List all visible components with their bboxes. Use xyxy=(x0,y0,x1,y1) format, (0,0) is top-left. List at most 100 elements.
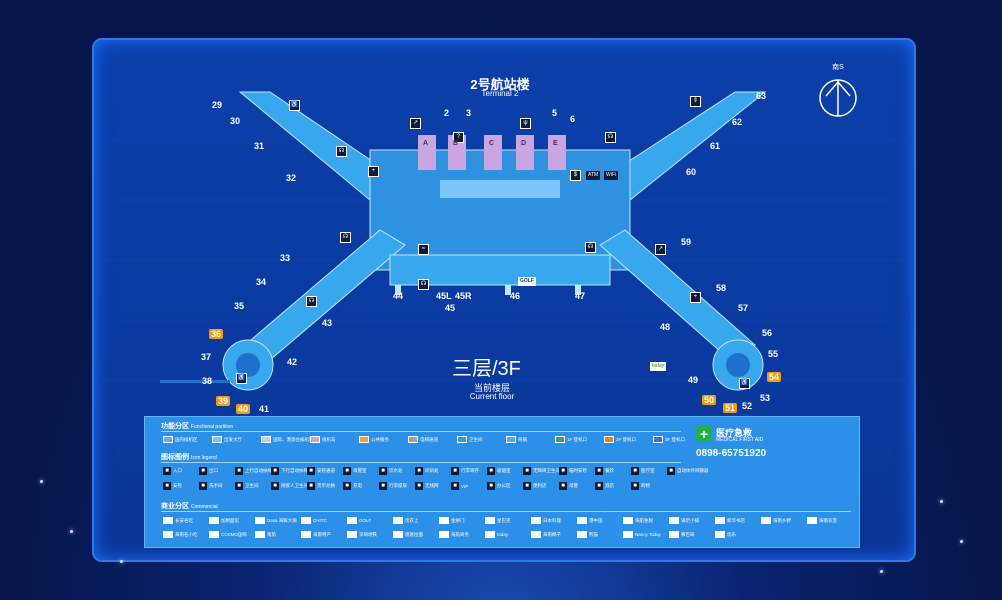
gate-32[interactable]: 32 xyxy=(286,173,297,183)
legend-panel: 功能分区 Functional partition 图标图例 Icon lege… xyxy=(144,416,860,548)
legend-label: 行李提取 xyxy=(389,483,407,488)
checkin-counter-label[interactable]: D xyxy=(521,140,527,147)
gate-57[interactable]: 57 xyxy=(738,303,749,313)
restroom-icon[interactable]: ☊ xyxy=(340,232,351,243)
restroom-icon[interactable]: ♿ xyxy=(289,100,300,111)
legend-symbol-icon: ■ xyxy=(199,482,207,490)
gate-61[interactable]: 61 xyxy=(710,141,721,151)
gate-34[interactable]: 34 xyxy=(256,277,267,287)
elevator-icon[interactable]: ⇕ xyxy=(690,96,701,107)
legend-label: 值机岛 xyxy=(322,436,336,442)
door-5[interactable]: 5 xyxy=(552,108,558,118)
gate-60[interactable]: 60 xyxy=(686,167,697,177)
legend-label: 办公区 xyxy=(497,483,511,488)
gate-59[interactable]: 59 xyxy=(681,237,692,247)
shop-logo-icon xyxy=(163,517,173,524)
checkin-counter-label[interactable]: E xyxy=(553,140,558,147)
shop-logo-icon xyxy=(347,517,357,524)
gate-39[interactable]: 39 xyxy=(216,396,231,406)
atm-icon[interactable]: $ xyxy=(570,170,581,181)
gate-36[interactable]: 36 xyxy=(209,329,224,339)
gate-45R[interactable]: 45R xyxy=(455,291,472,301)
gate-42[interactable]: 42 xyxy=(287,357,298,367)
gate-40[interactable]: 40 xyxy=(236,404,251,414)
legend-commercial-item: Dasa 海鲜大咖 xyxy=(255,517,297,524)
escalator-icon[interactable]: ↗ xyxy=(655,244,666,255)
restroom-icon[interactable]: ♿ xyxy=(739,378,750,389)
gate-41[interactable]: 41 xyxy=(259,404,270,414)
gate-43[interactable]: 43 xyxy=(322,318,333,328)
restroom-icon[interactable]: ♿ xyxy=(236,373,247,384)
door-3[interactable]: 3 xyxy=(466,108,472,118)
gate-30[interactable]: 30 xyxy=(230,116,241,126)
first-aid-icon[interactable]: + xyxy=(690,292,701,303)
legend-commercial-item: 海南名小吃 xyxy=(163,531,198,538)
gate-37[interactable]: 37 xyxy=(201,352,212,362)
info-icon[interactable]: ? xyxy=(453,132,464,143)
checkin-counter-label[interactable]: B xyxy=(453,140,459,147)
legend-label: 医疗室 xyxy=(641,468,655,473)
legend-symbol-icon: ■ xyxy=(595,467,603,475)
gate-52[interactable]: 52 xyxy=(742,401,753,411)
legend-swatch xyxy=(359,436,369,443)
gate-56[interactable]: 56 xyxy=(762,328,773,338)
gate-29[interactable]: 29 xyxy=(212,100,223,110)
shop-logo-icon xyxy=(301,531,311,538)
legend-swatch xyxy=(163,436,173,443)
legend-icon-item: ■残疾人卫生间 xyxy=(271,482,308,490)
smoking-icon[interactable]: ≈ xyxy=(418,244,429,255)
shop-logo-icon xyxy=(669,531,679,538)
legend-icon-item: ■入口 xyxy=(163,467,182,475)
gate-46[interactable]: 46 xyxy=(510,291,521,301)
checkin-counter-label[interactable]: A xyxy=(423,140,429,147)
shop-golf[interactable]: GOLF xyxy=(518,277,536,286)
gate-44[interactable]: 44 xyxy=(393,291,404,301)
gate-63[interactable]: 63 xyxy=(756,91,767,101)
legend-commercial-item: CHITC xyxy=(301,517,327,524)
gate-45L[interactable]: 45L xyxy=(436,291,452,301)
gate-33[interactable]: 33 xyxy=(280,253,291,263)
gate-49[interactable]: 49 xyxy=(688,375,699,385)
gate-62[interactable]: 62 xyxy=(732,117,743,127)
gate-55[interactable]: 55 xyxy=(768,349,779,359)
restroom-icon[interactable]: ☊ xyxy=(585,242,596,253)
legend-label: 残疾人卫生间 xyxy=(281,483,308,488)
gate-35[interactable]: 35 xyxy=(234,301,245,311)
restroom-icon[interactable]: ☊ xyxy=(336,146,347,157)
gate-38[interactable]: 38 xyxy=(202,376,213,386)
legend-label: today xyxy=(497,532,509,537)
legend-symbol-icon: ■ xyxy=(199,467,207,475)
wifi-label[interactable]: WiFi xyxy=(604,171,618,180)
gate-45[interactable]: 45 xyxy=(445,303,456,313)
shop-logo-icon xyxy=(209,531,219,538)
gate-54[interactable]: 54 xyxy=(767,372,782,382)
legend-symbol-icon: ■ xyxy=(343,467,351,475)
gate-50[interactable]: 50 xyxy=(702,395,717,405)
legend-functional-item: 2F 登机口 xyxy=(604,436,636,443)
first-aid-icon[interactable]: + xyxy=(368,166,379,177)
legend-symbol-icon: ■ xyxy=(271,482,279,490)
shop-today[interactable]: today xyxy=(650,362,667,371)
legend-commercial-item: COSMO国际 xyxy=(209,531,247,538)
terminal-subtitle: Terminal 2 xyxy=(481,89,519,98)
escalator-icon[interactable]: ↗ xyxy=(410,118,421,129)
restroom-icon[interactable]: ☊ xyxy=(418,279,429,290)
gate-48[interactable]: 48 xyxy=(660,322,671,332)
door-6[interactable]: 6 xyxy=(570,114,576,124)
restroom-icon[interactable]: ☊ xyxy=(306,296,317,307)
first-aid-phone[interactable]: 0898-65751920 xyxy=(696,448,767,459)
atm-label[interactable]: ATM xyxy=(586,171,601,180)
gate-58[interactable]: 58 xyxy=(716,283,727,293)
gate-53[interactable]: 53 xyxy=(760,393,771,403)
restroom-icon[interactable]: ☊ xyxy=(605,132,616,143)
legend-icon-item: ■充电 xyxy=(343,482,362,490)
door-2[interactable]: 2 xyxy=(444,108,450,118)
gate-31[interactable]: 31 xyxy=(254,141,265,151)
checkin-counter-label[interactable]: C xyxy=(489,140,495,147)
legend-label: 自动体外除颤器 xyxy=(677,468,709,473)
checkin-island-d xyxy=(516,135,534,170)
gate-47[interactable]: 47 xyxy=(575,291,586,301)
gate-51[interactable]: 51 xyxy=(723,403,738,413)
food-icon[interactable]: ψ xyxy=(520,118,531,129)
